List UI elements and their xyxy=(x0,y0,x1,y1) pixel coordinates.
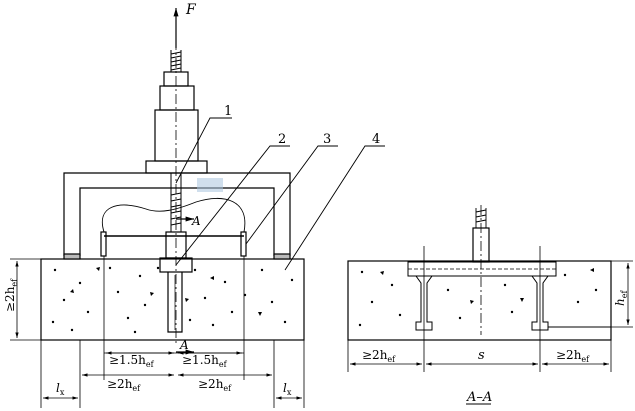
frame-inner xyxy=(79,187,275,256)
dim-height-label: ≥2hef xyxy=(3,278,19,312)
dim-section-right-label: ≥2hef xyxy=(556,348,590,364)
dim-inner-left-label: ≥1.5hef xyxy=(109,353,155,369)
dim-extension-lines xyxy=(40,256,305,408)
support-pad-right xyxy=(273,253,291,260)
callout-3: 3 xyxy=(323,132,331,147)
gauge-cable xyxy=(101,198,246,233)
section-mark-bottom: A xyxy=(179,338,189,352)
concrete-aggregate-left xyxy=(51,266,294,334)
callout-4: 4 xyxy=(372,132,380,147)
callout-leader-1 xyxy=(175,117,232,184)
callout-leader-2 xyxy=(175,145,290,266)
concrete-aggregate-right xyxy=(358,268,598,327)
callout-leader-3 xyxy=(245,145,338,245)
anchor-right-section xyxy=(531,275,549,331)
dim-section-spacing-label: s xyxy=(478,348,485,363)
dim-inner-right-label: ≥1.5hef xyxy=(182,353,228,369)
anchor-shank xyxy=(167,272,183,333)
tension-rod xyxy=(170,173,182,232)
jack-base xyxy=(145,160,208,174)
callout-2: 2 xyxy=(278,132,286,147)
callout-leader-4 xyxy=(284,145,385,271)
dim-edge-right-label: lx xyxy=(283,381,292,397)
left-elevation-view xyxy=(10,7,385,408)
anchor-plate xyxy=(159,257,193,273)
base-plate xyxy=(407,261,557,277)
support-pad-left xyxy=(63,253,81,260)
dim-edge-left-label: lx xyxy=(56,381,65,397)
concrete-slab-left xyxy=(40,258,305,341)
dim-section-left-label: ≥2hef xyxy=(362,348,396,364)
gauge-left xyxy=(100,231,107,257)
force-label: F xyxy=(185,2,197,18)
section-extension-lines xyxy=(347,246,633,372)
tension-rod-threads xyxy=(170,192,182,226)
frame-outer xyxy=(63,172,291,256)
section-mark-top: A xyxy=(191,214,201,228)
concrete-slab-right xyxy=(347,260,612,341)
dim-section-depth-label: hef xyxy=(613,290,629,306)
jack-cap xyxy=(159,85,195,111)
anchor-left-section xyxy=(415,275,433,331)
watermark-patch xyxy=(197,178,223,192)
dim-mid-right-label: ≥2hef xyxy=(198,377,232,393)
section-caption: A–A xyxy=(466,390,492,405)
callout-1: 1 xyxy=(224,104,232,119)
section-view-a-a xyxy=(347,205,633,405)
dim-mid-left-label: ≥2hef xyxy=(107,377,141,393)
